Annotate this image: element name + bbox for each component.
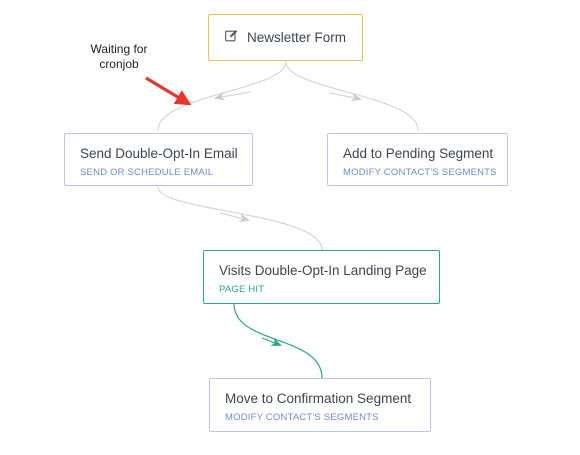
node-move-to-confirmation-segment[interactable]: Move to Confirmation Segment MODIFY CONT… bbox=[209, 378, 431, 432]
annotation-line-2: cronjob bbox=[99, 57, 139, 71]
node-title: Add to Pending Segment bbox=[343, 146, 494, 161]
annotation-label: Waiting for cronjob bbox=[72, 42, 166, 72]
node-subtitle: MODIFY CONTACT'S SEGMENTS bbox=[343, 167, 497, 178]
node-newsletter-form[interactable]: Newsletter Form bbox=[208, 14, 363, 61]
annotation-line-1: Waiting for bbox=[90, 42, 148, 56]
connector-arrowhead bbox=[213, 91, 251, 101]
node-title: Send Double-Opt-In Email bbox=[80, 146, 238, 161]
node-send-double-opt-in-email[interactable]: Send Double-Opt-In Email SEND OR SCHEDUL… bbox=[64, 133, 253, 186]
node-subtitle: PAGE HIT bbox=[219, 284, 265, 295]
connector-arrowhead bbox=[219, 212, 251, 223]
node-visits-landing-page[interactable]: Visits Double-Opt-In Landing Page PAGE H… bbox=[203, 250, 440, 304]
node-title: Newsletter Form bbox=[246, 30, 346, 45]
edit-icon bbox=[225, 29, 238, 47]
node-title: Visits Double-Opt-In Landing Page bbox=[219, 263, 427, 278]
node-add-to-pending-segment[interactable]: Add to Pending Segment MODIFY CONTACT'S … bbox=[327, 133, 508, 186]
annotation-arrow bbox=[145, 76, 192, 106]
connector-arrowhead bbox=[261, 337, 283, 346]
connector-arrowhead bbox=[329, 92, 363, 102]
node-title: Move to Confirmation Segment bbox=[225, 391, 412, 406]
connector-email-to-landing bbox=[157, 186, 323, 251]
connector-landing-to-confirmation bbox=[233, 303, 323, 379]
connector-form-to-pending bbox=[285, 61, 419, 131]
node-subtitle: SEND OR SCHEDULE EMAIL bbox=[80, 167, 214, 178]
node-subtitle: MODIFY CONTACT'S SEGMENTS bbox=[225, 412, 379, 423]
